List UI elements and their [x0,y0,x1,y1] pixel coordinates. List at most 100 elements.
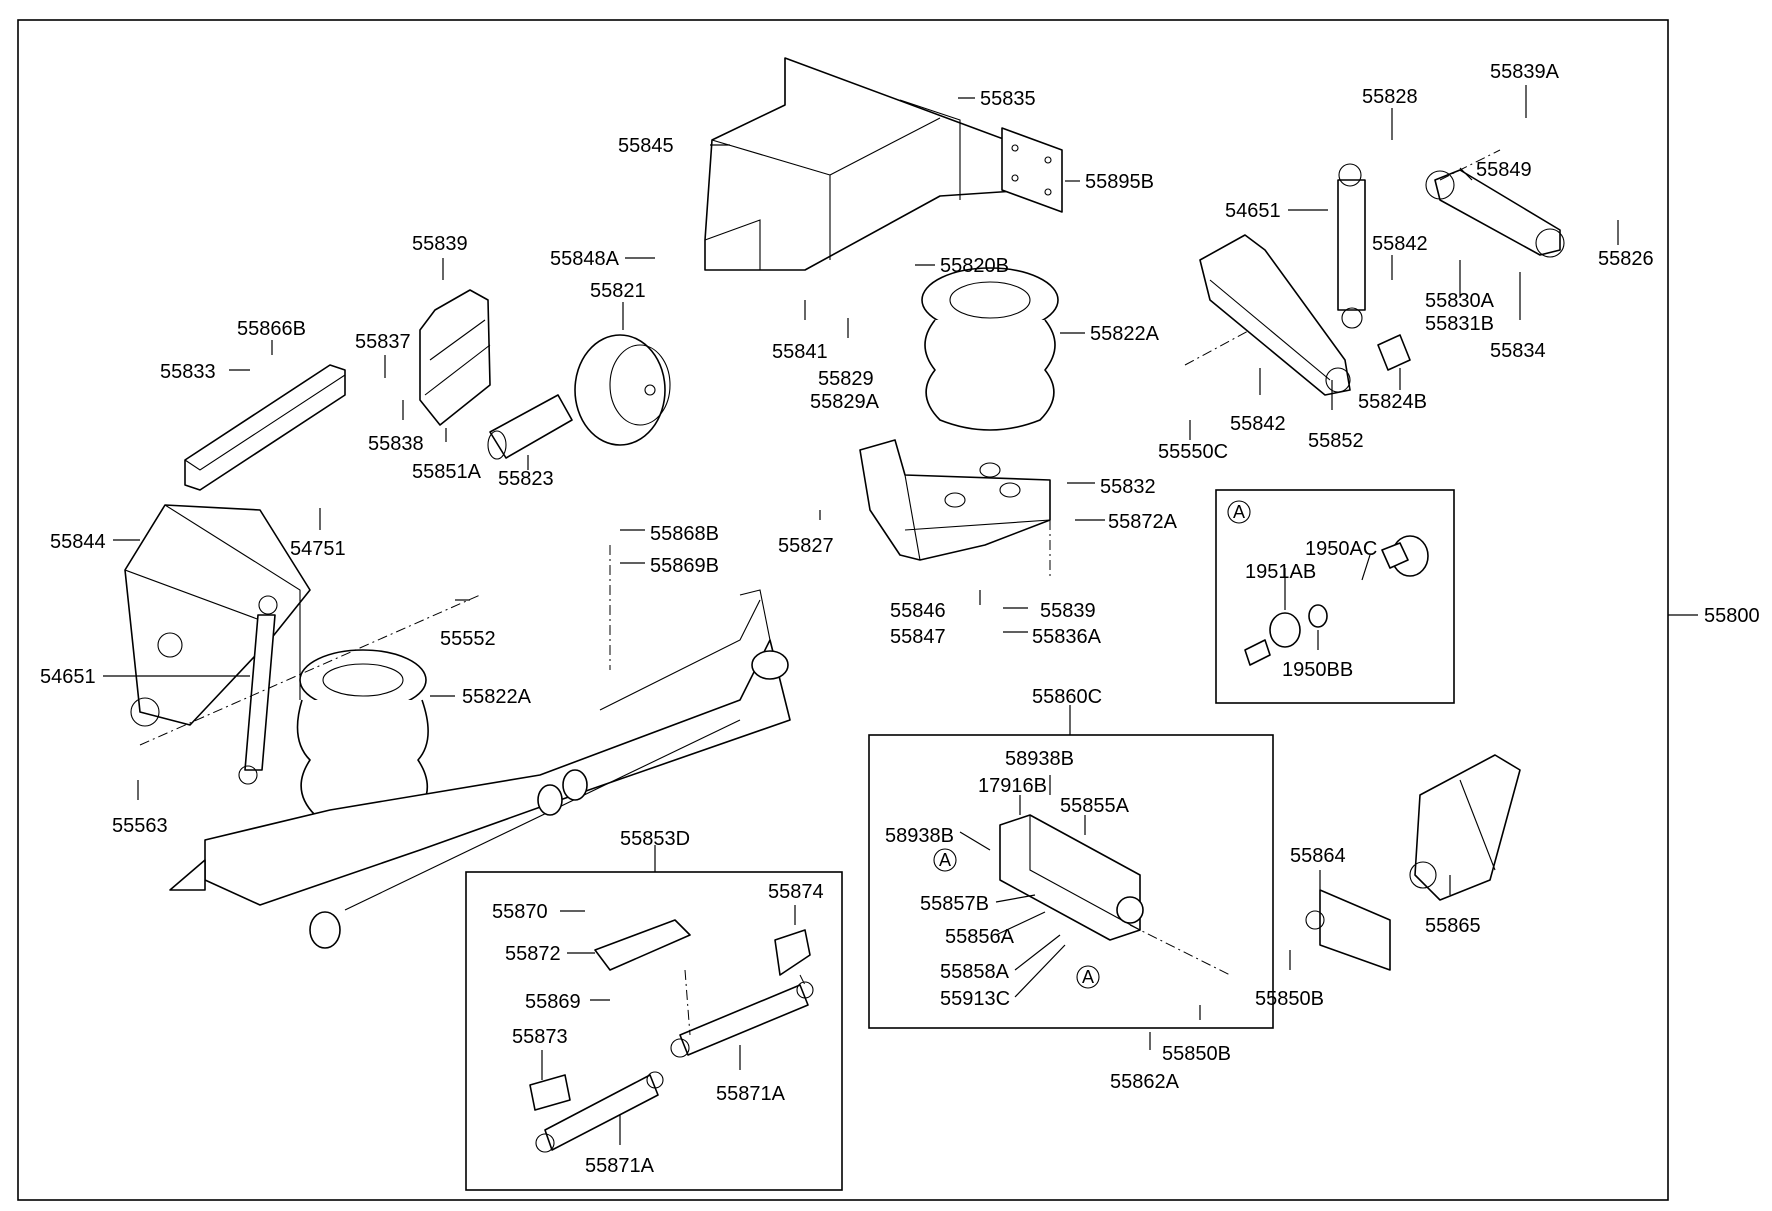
part-55822A-air-spring-lower [296,649,429,826]
label-55836A: 55836A [1032,626,1102,648]
part-55844-frame-bracket [124,504,311,727]
detail-a-parts [1244,535,1429,666]
label-55870: 55870 [492,901,548,923]
label-55829A: 55829A [810,391,880,413]
label-55820B: 55820B [940,255,1009,277]
label-55869: 55869 [525,991,581,1013]
part-55823-tube [487,394,573,460]
label-55868B: 55868B [650,523,719,545]
label-55826: 55826 [1598,248,1654,270]
label-55847: 55847 [890,626,946,648]
detail-a-ref-bottom: A [1076,965,1100,989]
shock-kit-frame [465,871,843,1191]
label-55869B: 55869B [650,555,719,577]
part-55822A-air-spring-upper [921,267,1059,431]
label-58938B-left: 58938B [885,825,954,847]
label-55837: 55837 [355,331,411,353]
part-55873-bracket [529,1074,571,1111]
label-55874: 55874 [768,881,824,903]
label-55823: 55823 [498,468,554,490]
part-55849-link [1425,169,1565,258]
label-58938B-top: 58938B [1005,748,1074,770]
label-55855A: 55855A [1060,795,1130,817]
label-54651-left: 54651 [40,666,96,688]
label-55844: 55844 [50,531,106,553]
label-54751: 54751 [290,538,346,560]
label-55871A-lower: 55871A [585,1155,655,1177]
label-55832: 55832 [1100,476,1156,498]
label-55871A-upper: 55871A [716,1083,786,1105]
part-axle-assembly [169,589,791,949]
label-55827: 55827 [778,535,834,557]
label-55849: 55849 [1476,159,1532,181]
detail-a-marker: A [1227,500,1251,524]
label-55824B: 55824B [1358,391,1427,413]
label-55831B: 55831B [1425,313,1494,335]
detail-a-frame [1215,489,1455,704]
label-55850B-bottom: 55850B [1162,1043,1231,1065]
label-55833: 55833 [160,361,216,383]
label-55834: 55834 [1490,340,1546,362]
label-55873: 55873 [512,1026,568,1048]
part-55821-bump-stop [574,334,671,446]
part-55851A-bracket [419,289,491,426]
dash-lines [139,149,1501,1036]
label-55839A: 55839A [1490,61,1560,83]
label-55851A: 55851A [412,461,482,483]
label-55845: 55845 [618,135,674,157]
label-55895B: 55895B [1085,171,1154,193]
label-1950AC: 1950AC [1305,538,1377,560]
part-54651-shock-left [238,595,278,785]
label-55830A: 55830A [1425,290,1495,312]
label-55856A: 55856A [945,926,1015,948]
part-55874-bracket [774,929,811,976]
leader-lines [103,85,1698,1145]
part-55852-trailing-arm [1199,234,1351,396]
svg-text:A: A [1233,502,1245,522]
label-55857B: 55857B [920,893,989,915]
label-55846: 55846 [890,600,946,622]
label-55839-top: 55839 [412,233,468,255]
label-55550C: 55550C [1158,441,1228,463]
label-55852: 55852 [1308,430,1364,452]
part-55845-cross-member [704,57,1061,271]
label-55842-mid: 55842 [1230,413,1286,435]
hardware-kit-frame [868,734,1274,1029]
detail-a-ref-left: A [933,848,957,872]
label-55563: 55563 [112,815,168,837]
svg-text:A: A [939,850,951,870]
label-55853D: 55853D [620,828,690,850]
label-55858A: 55858A [940,961,1010,983]
label-55866B: 55866B [237,318,306,340]
label-55552: 55552 [440,628,496,650]
label-55872A: 55872A [1108,511,1178,533]
label-55841: 55841 [772,341,828,363]
part-55872-plate [594,919,691,971]
label-55913C: 55913C [940,988,1010,1010]
part-55860C-bracket [999,814,1144,941]
label-55822A-lower: 55822A [462,686,532,708]
label-55835: 55835 [980,88,1036,110]
part-55865-hanger [1409,754,1521,901]
label-1951AB: 1951AB [1245,561,1316,583]
label-55865: 55865 [1425,915,1481,937]
label-55828: 55828 [1362,86,1418,108]
label-55829: 55829 [818,368,874,390]
label-1950BB: 1950BB [1282,659,1353,681]
part-55864-plate [1305,889,1391,971]
label-55862A: 55862A [1110,1071,1180,1093]
label-17916B: 17916B [978,775,1047,797]
label-55821: 55821 [590,280,646,302]
label-55872: 55872 [505,943,561,965]
part-55871A-shock-lower [535,1071,664,1153]
part-55871A-shock-upper [670,981,814,1058]
label-55860C: 55860C [1032,686,1102,708]
label-55822A-upper: 55822A [1090,323,1160,345]
label-55842-top: 55842 [1372,233,1428,255]
part-54651-shock-right [1337,163,1366,329]
part-55895B-plate [1001,127,1063,213]
svg-text:A: A [1082,967,1094,987]
part-55824B-bushing [1377,334,1411,371]
label-55850B-right: 55850B [1255,988,1324,1010]
